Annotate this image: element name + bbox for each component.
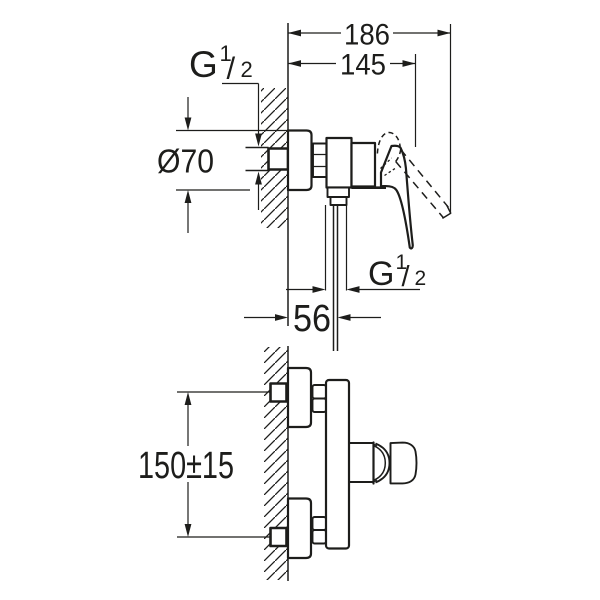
dim-flange-diameter: Ø70 (157, 97, 288, 233)
dim-inlet-spacing-label: 150±15 (138, 445, 234, 487)
lever-raised-arrowhead (442, 205, 452, 220)
hex-nut-bottom-lock (311, 529, 327, 545)
thread-callout-inlet: G 1 / 2 (189, 41, 262, 210)
lever-raised-dashed-connector (395, 149, 402, 162)
escutcheon-side (286, 129, 313, 192)
thread-label-outlet: G 1 / 2 (368, 251, 426, 293)
arrowhead (346, 286, 360, 293)
arrowhead (288, 29, 301, 37)
cartridge-housing (350, 141, 377, 188)
hex-nut-bottom (311, 516, 327, 531)
arrowhead (337, 314, 351, 321)
handle-neck (349, 442, 374, 483)
side-view: 186 145 G 1 / 2 (157, 19, 452, 351)
hex-nut-facets (313, 153, 327, 168)
arrowhead (275, 314, 288, 321)
dim-body-depth: 145 (288, 49, 417, 147)
inlet-square-fitting (267, 147, 290, 171)
dim-extension-line (176, 129, 288, 191)
hex-nut-top-lock (311, 397, 327, 413)
thread-callout-outlet: G 1 / 2 (286, 251, 426, 293)
arrowhead (184, 524, 192, 537)
inlet-square-fitting-bottom (269, 526, 288, 548)
inlet-pipe-stub (245, 146, 269, 172)
outlet-collar (329, 196, 348, 206)
inlet-square-fitting-top (269, 382, 288, 403)
arrowhead (184, 392, 192, 405)
lever-handle (379, 144, 414, 250)
outlet-boss (326, 186, 350, 198)
dim-inlet-spacing: 150±15 (138, 391, 270, 538)
thread-label-inlet: G 1 / 2 (189, 41, 253, 86)
plan-view: 150±15 (138, 346, 418, 581)
arrowhead (402, 60, 416, 67)
dim-flange-diameter-label: Ø70 (157, 143, 214, 180)
lever-cap-detail-dashed (380, 157, 397, 177)
dim-overall-depth: 186 (288, 19, 452, 213)
grip-chamfers (373, 443, 378, 483)
dim-body-depth-label: 145 (340, 49, 386, 82)
outlet-pipe (332, 205, 339, 351)
arrowhead (184, 190, 192, 203)
mounting-plate (324, 378, 351, 550)
dim-outlet-offset: 56 (244, 298, 381, 340)
handle-grip (372, 441, 418, 485)
hex-nut-top (311, 384, 327, 400)
arrowhead (437, 29, 451, 37)
dim-overall-depth-label: 186 (344, 19, 390, 52)
arrowhead (255, 171, 262, 185)
handle-cap-dashed (376, 131, 401, 154)
grip-lever-arc-outer (375, 442, 391, 484)
dim-extension-line (177, 391, 270, 538)
dim-outlet-offset-label: 56 (293, 298, 331, 340)
escutcheon-bottom (286, 497, 313, 560)
valve-body (325, 136, 353, 189)
arrowhead (312, 286, 326, 293)
escutcheon-top (286, 366, 313, 429)
outlet-thread-extension-lines (324, 205, 348, 291)
leader-line (222, 82, 260, 134)
hex-nut-side (312, 142, 328, 178)
arrowhead (184, 117, 192, 131)
arrowhead (288, 60, 301, 67)
lever-raised-dashed-lower (395, 161, 444, 219)
arrowhead (255, 133, 262, 147)
grip-end-cap (389, 441, 418, 485)
grip-lever-arc-inner (373, 445, 387, 481)
